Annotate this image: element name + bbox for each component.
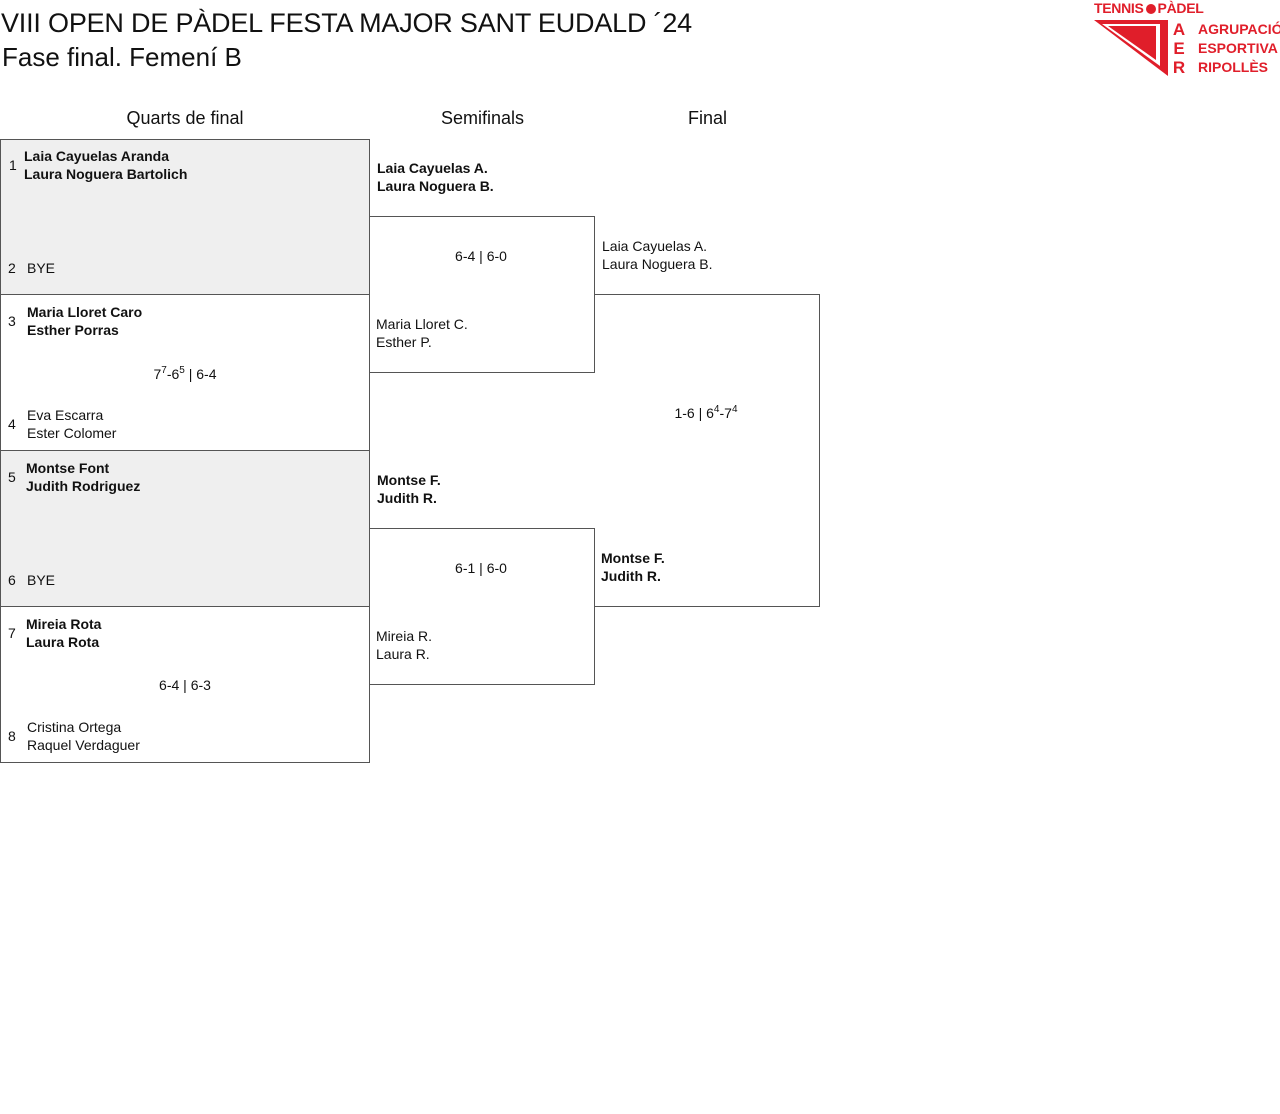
- seed-number: 2: [8, 260, 16, 276]
- logo-tagline: TENNIS PÀDEL: [1094, 0, 1204, 16]
- column-heading-semis: Semifinals: [440, 108, 525, 128]
- player-name: Laura R.: [376, 646, 430, 662]
- logo-letter-a: A: [1172, 20, 1186, 39]
- player-name: Mireia R.: [376, 628, 433, 644]
- team-top: Montse Font Judith Rodriguez: [26, 459, 140, 495]
- column-heading-final: Final: [687, 108, 727, 128]
- seed-number: 4: [8, 416, 16, 432]
- player-name: Maria Lloret C.: [376, 316, 468, 332]
- player-name: Ester Colomer: [27, 425, 117, 441]
- match-score: 6-1 | 6-0: [455, 560, 507, 576]
- player-name: Laura Noguera Bartolich: [24, 166, 188, 182]
- player-name: BYE: [27, 260, 56, 276]
- tennis-ball-icon: [1145, 4, 1156, 14]
- semifinal-match-2: 6-1 | 6-0 Mireia R. Laura R.: [369, 528, 595, 685]
- player-name: Esther Porras: [27, 322, 119, 338]
- semifinal-2-team-top: Montse F. Judith R.: [377, 471, 441, 507]
- player-name: Raquel Verdaguer: [27, 737, 140, 753]
- page-title: VIII OPEN DE PÀDEL FESTA MAJOR SANT EUDA…: [1, 8, 692, 38]
- seed-number: 5: [8, 469, 16, 485]
- final-match: 1-6 | 64-74 Montse F. Judith R.: [594, 294, 820, 607]
- logo-letter-r: R: [1172, 58, 1186, 77]
- logo-line-1: AGRUPACIÓ: [1198, 21, 1280, 37]
- player-name: Laia Cayuelas Aranda: [24, 148, 169, 164]
- match-score: 6-4 | 6-3: [159, 677, 211, 693]
- semifinal-1-team-top: Laia Cayuelas A. Laura Noguera B.: [377, 159, 494, 195]
- logo-line-2: ESPORTIVA: [1198, 40, 1278, 56]
- quarterfinal-match-4: 7 Mireia Rota Laura Rota 6-4 | 6-3 8 Cri…: [0, 606, 370, 763]
- team-bottom: Cristina Ortega Raquel Verdaguer: [27, 718, 140, 754]
- player-name: Laia Cayuelas A.: [602, 238, 708, 254]
- player-name: Laia Cayuelas A.: [377, 160, 488, 176]
- player-name: Montse F.: [377, 472, 441, 488]
- logo-letters: A E R: [1172, 20, 1186, 77]
- team-top: Laia Cayuelas Aranda Laura Noguera Barto…: [24, 147, 187, 183]
- column-heading-quarters: Quarts de final: [126, 108, 244, 128]
- player-name: Maria Lloret Caro: [27, 304, 143, 320]
- quarterfinal-match-3: 5 Montse Font Judith Rodriguez 6 BYE: [0, 450, 370, 607]
- final-team-bottom: Montse F. Judith R.: [601, 549, 665, 585]
- player-name: Cristina Ortega: [27, 719, 122, 735]
- player-name: Laura Rota: [26, 634, 100, 650]
- logo-line-3: RIPOLLÈS: [1198, 59, 1269, 75]
- seed-number: 3: [8, 313, 16, 329]
- logo-mark-icon: [1094, 20, 1168, 76]
- logo-tennis-text: TENNIS: [1094, 0, 1144, 16]
- match-score: 6-4 | 6-0: [455, 248, 507, 264]
- quarterfinal-match-2: 3 Maria Lloret Caro Esther Porras 77-65 …: [0, 294, 370, 451]
- semifinal-2-team-bottom: Mireia R. Laura R.: [376, 627, 432, 663]
- team-top: Mireia Rota Laura Rota: [26, 615, 101, 651]
- seed-number: 7: [8, 625, 16, 641]
- player-name: Judith R.: [601, 568, 661, 584]
- team-bottom: BYE: [27, 259, 55, 277]
- match-score: 1-6 | 64-74: [674, 404, 738, 422]
- semifinal-match-1: 6-4 | 6-0 Maria Lloret C. Esther P.: [369, 216, 595, 373]
- player-name: Montse F.: [601, 550, 665, 566]
- player-name: Eva Escarra: [27, 407, 104, 423]
- player-name: Judith Rodriguez: [26, 478, 141, 494]
- player-name: Laura Noguera B.: [377, 178, 494, 194]
- quarterfinal-match-1: 1 Laia Cayuelas Aranda Laura Noguera Bar…: [0, 139, 370, 295]
- seed-number: 8: [8, 728, 16, 744]
- logo-letter-e: E: [1173, 39, 1185, 58]
- seed-number: 1: [9, 157, 17, 173]
- team-bottom: Eva Escarra Ester Colomer: [27, 406, 116, 442]
- team-bottom: BYE: [27, 571, 55, 589]
- seed-number: 6: [8, 572, 16, 588]
- page-subtitle: Fase final. Femení B: [2, 42, 242, 72]
- player-name: Montse Font: [26, 460, 110, 476]
- final-team-top: Laia Cayuelas A. Laura Noguera B.: [602, 237, 713, 273]
- logo-wordmark: AGRUPACIÓ ESPORTIVA RIPOLLÈS: [1198, 20, 1280, 77]
- player-name: BYE: [27, 572, 56, 588]
- player-name: Judith R.: [377, 490, 437, 506]
- player-name: Mireia Rota: [26, 616, 102, 632]
- match-score: 77-65 | 6-4: [153, 365, 217, 383]
- semifinal-1-team-bottom: Maria Lloret C. Esther P.: [376, 315, 468, 351]
- logo-padel-text: PÀDEL: [1157, 0, 1204, 16]
- player-name: Laura Noguera B.: [602, 256, 713, 272]
- player-name: Esther P.: [376, 334, 432, 350]
- team-top: Maria Lloret Caro Esther Porras: [27, 303, 142, 339]
